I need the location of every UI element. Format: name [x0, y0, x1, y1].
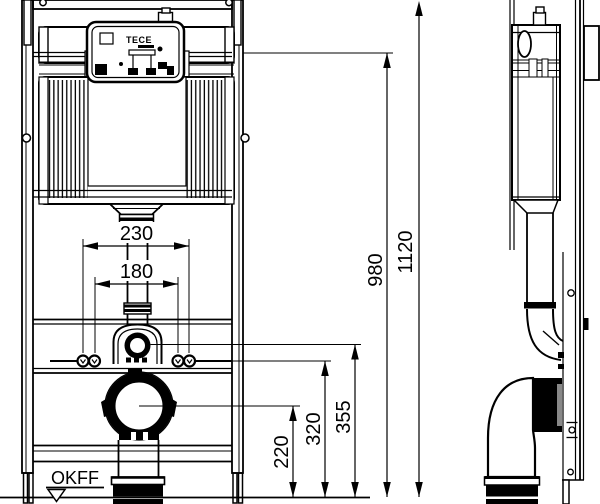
side-view [483, 0, 600, 504]
dimension-annotations: 230 180 220 320 [82, 1, 423, 497]
screw-icon [225, 0, 233, 7]
flush-bend-housing [112, 323, 163, 364]
wall-rail-side [562, 0, 600, 504]
dim-355: 355 [333, 344, 359, 497]
floor-level: OKFF [0, 468, 370, 503]
rail-foot [562, 479, 570, 504]
drain-socket [110, 476, 166, 504]
service-panel [87, 76, 187, 187]
dim-355-label: 355 [333, 400, 355, 433]
flush-pipe-side [524, 213, 564, 369]
dim-180-label: 180 [120, 261, 153, 283]
dim-980: 980 [365, 53, 391, 497]
fill-valve-side [517, 30, 532, 58]
dim-220: 220 [271, 406, 297, 497]
level-symbol-icon [46, 488, 67, 503]
rail-hole-right [240, 133, 250, 143]
dim-320-label: 320 [303, 412, 325, 445]
cistern: TECE [33, 7, 235, 230]
dim-980-label: 980 [365, 253, 387, 286]
dim-320: 320 [303, 361, 329, 497]
dim-1120: 1120 [395, 1, 423, 497]
cistern-side [511, 6, 561, 214]
inspection-window: TECE [85, 20, 186, 84]
drain-elbow-side [483, 376, 562, 504]
frame-feet [22, 472, 244, 504]
dim-180: 180 [94, 261, 179, 353]
rail-hole-left [21, 133, 32, 143]
brand-logo: TECE [126, 35, 152, 45]
dim-230-label: 230 [120, 223, 153, 245]
frame-rails [21, 0, 250, 504]
dim-1120-label: 1120 [395, 230, 417, 273]
floor-level-label: OKFF [51, 468, 99, 488]
wall-bracket [583, 25, 600, 81]
top-crossbar [32, 0, 233, 10]
front-view: TECE [0, 0, 370, 504]
dim-230: 230 [82, 223, 190, 353]
screw-icon [39, 0, 47, 7]
dim-220-label: 220 [271, 435, 293, 468]
